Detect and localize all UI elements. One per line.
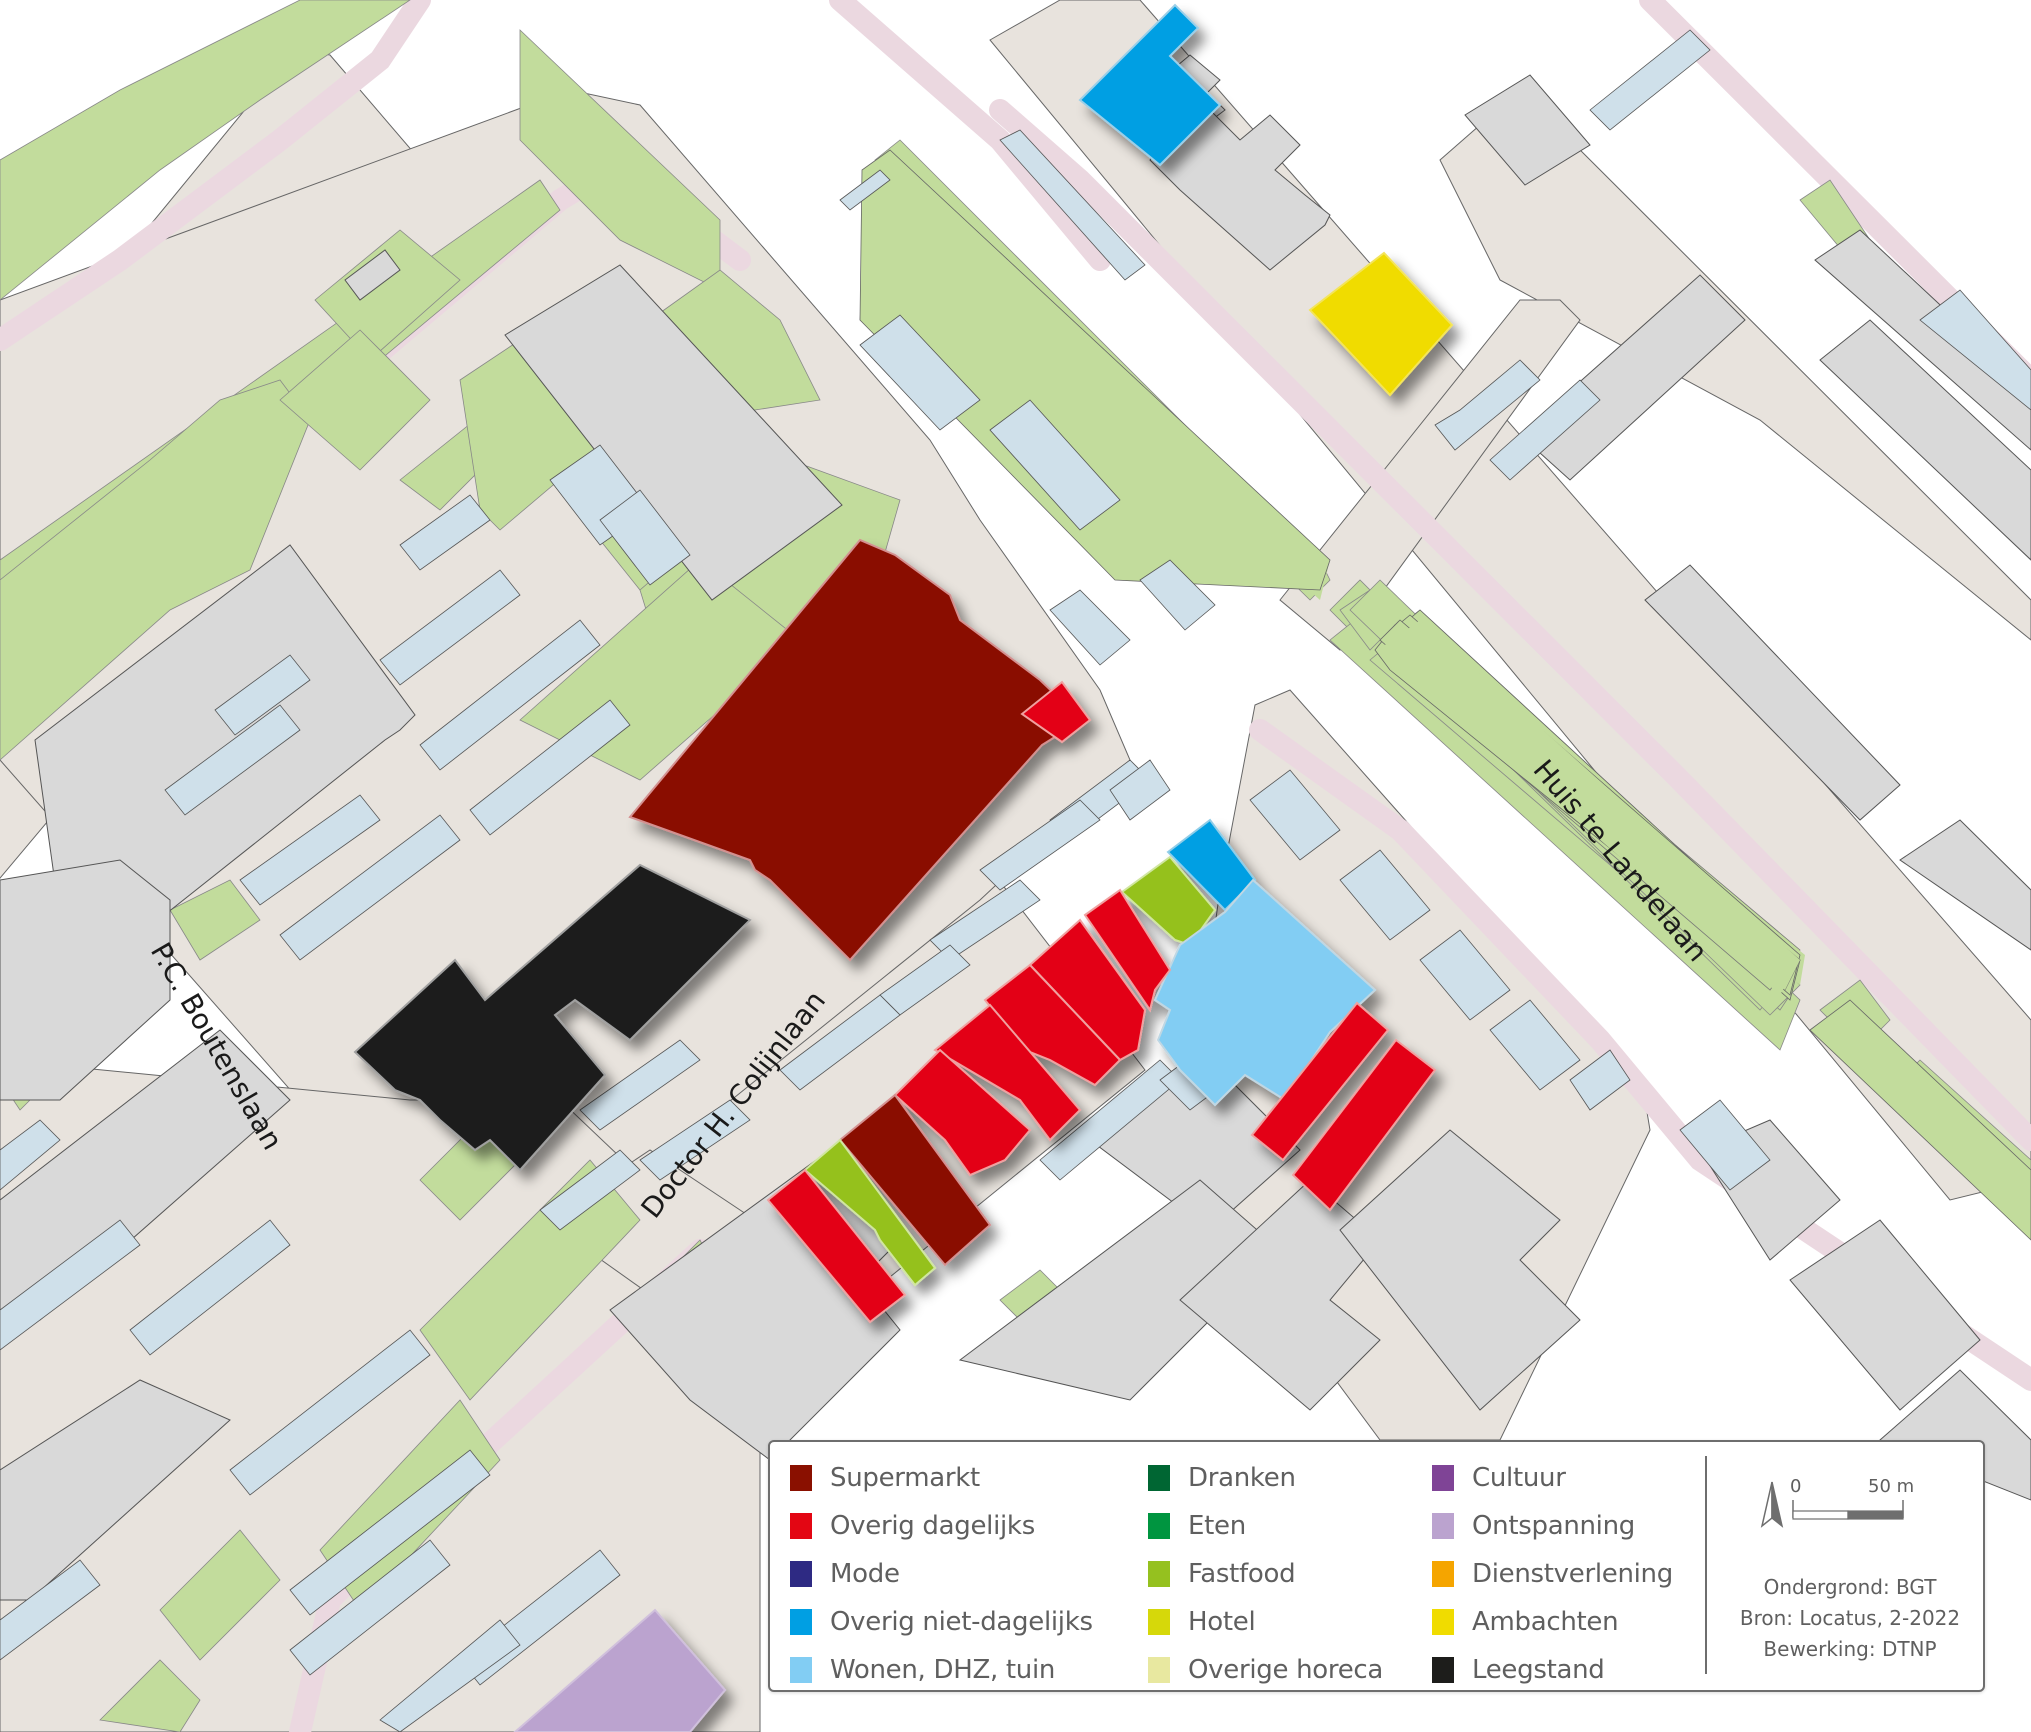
unit-overig-niet-dagelijks-colijnlaan[interactable] [1166,818,1257,912]
swatch-ontspanning [1432,1513,1454,1539]
legend-label: Ontspanning [1472,1511,1635,1541]
credit-ondergrond: Ondergrond: BGT [1763,1575,1937,1599]
north-arrow-icon [1760,1481,1784,1528]
unit-overig-dagelijks-row-6[interactable] [766,1168,907,1324]
legend-label: Wonen, DHZ, tuin [830,1655,1056,1685]
legend-item-overig-niet-dagelijks: Overig niet-dagelijks [790,1598,1093,1646]
swatch-mode [790,1561,812,1587]
credit-bewerking: Bewerking: DTNP [1763,1637,1937,1661]
swatch-supermarkt [790,1465,812,1491]
unit-ambachten[interactable] [1308,251,1454,397]
legend-label: Hotel [1188,1607,1256,1637]
swatch-leegstand [1432,1657,1454,1683]
unit-wonen-dhz-tuin[interactable] [1153,878,1377,1107]
legend-item-ontspanning: Ontspanning [1432,1502,1673,1550]
unit-overig-dagelijks-east-2[interactable] [1291,1038,1437,1212]
green-lawn-huis-te-landelaan [1380,630,1800,990]
unit-overig-dagelijks-row-5[interactable] [893,1048,1032,1177]
swatch-dienstverlening [1432,1561,1454,1587]
legend-item-overige-horeca: Overige horeca [1148,1646,1383,1694]
swatch-fastfood [1148,1561,1170,1587]
legend-label: Overige horeca [1188,1655,1384,1685]
unit-overig-dagelijks-row-1[interactable] [1083,888,1172,1013]
legend-item-ambachten: Ambachten [1432,1598,1673,1646]
legend-label: Leegstand [1472,1655,1605,1685]
legend-item-dranken: Dranken [1148,1454,1383,1502]
scale-start-label: 0 [1790,1476,1801,1497]
legend-item-fastfood: Fastfood [1148,1550,1383,1598]
legend-item-supermarkt: Supermarkt [790,1454,1093,1502]
legend-item-dienstverlening: Dienstverlening [1432,1550,1673,1598]
green-block-north [859,149,1331,591]
legend-label: Mode [830,1559,900,1589]
legend-label: Fastfood [1188,1559,1296,1589]
swatch-ambachten [1432,1609,1454,1635]
legend-label: Dranken [1188,1463,1296,1493]
swatch-eten [1148,1513,1170,1539]
swatch-wonen-dhz-tuin [790,1657,812,1683]
legend-item-eten: Eten [1148,1502,1383,1550]
scale-end-label: 50 m [1868,1476,1914,1497]
swatch-overige-horeca [1148,1657,1170,1683]
unit-fastfood-colijnlaan-2[interactable] [803,1138,937,1287]
legend-label: Overig niet-dagelijks [830,1607,1093,1637]
legend-item-cultuur: Cultuur [1432,1454,1673,1502]
unit-ontspanning[interactable] [513,1608,727,1732]
legend-label: Supermarkt [830,1463,980,1493]
legend-label: Cultuur [1472,1463,1566,1493]
legend-item-wonen-dhz-tuin: Wonen, DHZ, tuin [790,1646,1093,1694]
legend-label: Eten [1188,1511,1246,1541]
legend-item-leegstand: Leegstand [1432,1646,1673,1694]
credit-bron: Bron: Locatus, 2-2022 [1739,1606,1961,1630]
commercial-units [353,3,1454,1732]
legend-column-2: Dranken Eten Fastfood Hotel Overige hore… [1148,1454,1383,1694]
legend-item-overig-dagelijks: Overig dagelijks [790,1502,1093,1550]
legend-item-mode: Mode [790,1550,1093,1598]
swatch-hotel [1148,1609,1170,1635]
unit-leegstand[interactable] [353,863,752,1172]
unit-supermarkt-colijnlaan[interactable] [838,1093,992,1267]
map-legend: Supermarkt Overig dagelijks Mode Overig … [768,1440,1985,1692]
legend-label: Dienstverlening [1472,1559,1673,1589]
swatch-cultuur [1432,1465,1454,1491]
unit-overig-niet-dagelijks-north[interactable] [1078,3,1222,167]
swatch-overig-niet-dagelijks [790,1609,812,1635]
unit-overig-dagelijks-row-4[interactable] [933,1003,1082,1142]
legend-item-hotel: Hotel [1148,1598,1383,1646]
legend-divider [1705,1456,1707,1674]
legend-column-1: Supermarkt Overig dagelijks Mode Overig … [790,1454,1093,1694]
swatch-dranken [1148,1465,1170,1491]
unit-overig-dagelijks-corner[interactable] [1020,680,1092,744]
legend-label: Ambachten [1472,1607,1619,1637]
legend-column-3: Cultuur Ontspanning Dienstverlening Amba… [1432,1454,1673,1694]
green-right-median [1809,999,2031,1241]
residential-layer [0,29,2031,1732]
legend-label: Overig dagelijks [830,1511,1035,1541]
scale-bar: 0 50 m [1760,1476,1914,1528]
swatch-overig-dagelijks [790,1513,812,1539]
unit-overig-dagelijks-east-1[interactable] [1250,1001,1390,1162]
map-credits: Ondergrond: BGT Bron: Locatus, 2-2022 Be… [1725,1572,1975,1665]
